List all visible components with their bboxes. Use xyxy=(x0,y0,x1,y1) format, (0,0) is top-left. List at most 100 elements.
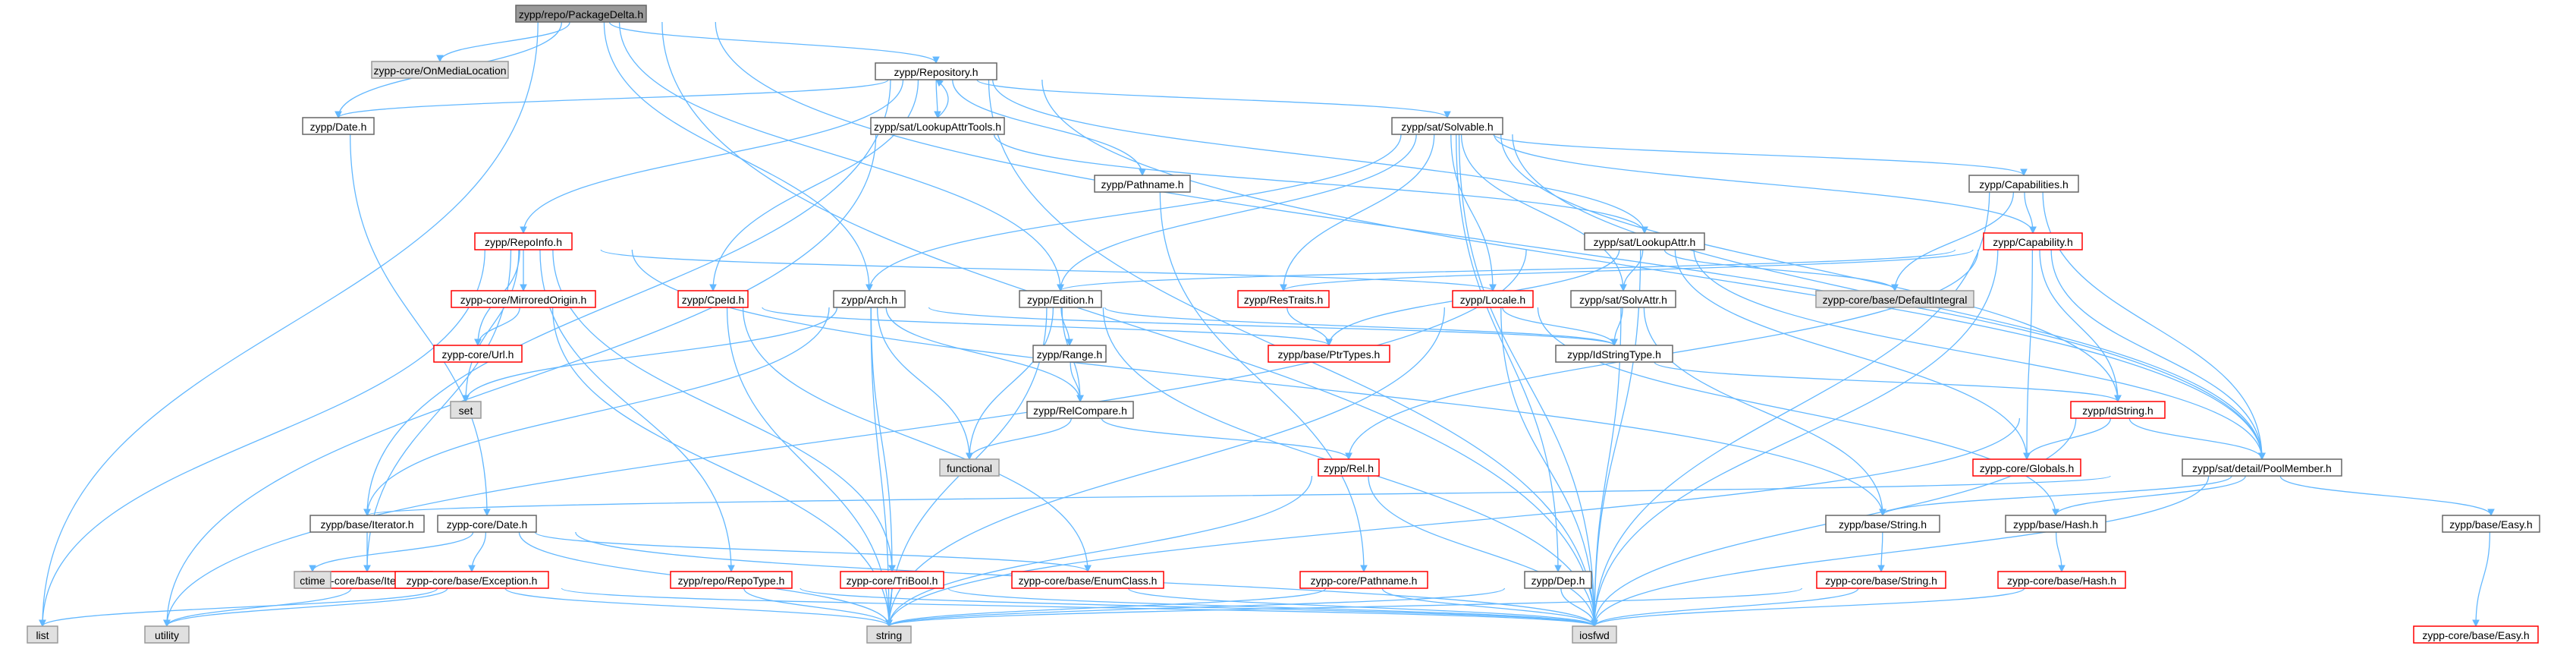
graph-node-pathname[interactable]: zypp/Pathname.h xyxy=(1094,175,1191,193)
edge-root-to-repository xyxy=(608,21,937,64)
node-box xyxy=(1026,401,1134,419)
graph-node-basehash[interactable]: zypp/base/Hash.h xyxy=(2005,515,2106,533)
graph-node-list[interactable]: list xyxy=(27,625,58,644)
edge-arrowhead xyxy=(885,619,893,628)
graph-node-coredate[interactable]: zypp-core/Date.h xyxy=(437,515,537,533)
edge-capability-to-globals xyxy=(2026,249,2034,460)
graph-node-repository[interactable]: zypp/Repository.h xyxy=(875,62,997,80)
edge-arrowhead xyxy=(363,509,371,517)
node-label: zypp-core/OnMediaLocation xyxy=(373,65,506,77)
node-box xyxy=(1299,571,1428,589)
edge-lookupattrtools-to-lookupattr xyxy=(993,134,1645,234)
node-box xyxy=(1524,571,1592,589)
graph-node-string[interactable]: string xyxy=(866,625,912,644)
edge-lookupattr-to-poolmember xyxy=(1693,249,2263,460)
graph-node-corebasehash[interactable]: zypp-core/base/Hash.h xyxy=(1997,571,2126,589)
graph-node-basestring[interactable]: zypp/base/String.h xyxy=(1825,515,1940,533)
node-label: set xyxy=(459,405,473,417)
edge-exception-to-iosfwd xyxy=(561,587,1595,627)
graph-node-repotype[interactable]: zypp/repo/RepoType.h xyxy=(670,571,793,589)
edge-solvable-to-locale xyxy=(1450,134,1494,291)
node-label: zypp-core/base/Exception.h xyxy=(407,575,538,587)
edge-arrowhead xyxy=(309,565,316,573)
node-label: zypp/IdStringType.h xyxy=(1567,348,1661,361)
graph-node-root[interactable]: zypp/repo/PackageDelta.h xyxy=(515,5,647,23)
graph-node-utility[interactable]: utility xyxy=(144,625,190,644)
edge-arrowhead xyxy=(436,55,444,63)
edge-corepathname-to-string xyxy=(888,587,1327,627)
graph-node-ctime[interactable]: ctime xyxy=(294,571,331,589)
graph-node-corepathname[interactable]: zypp-core/Pathname.h xyxy=(1299,571,1428,589)
graph-node-arch[interactable]: zypp/Arch.h xyxy=(833,290,906,308)
graph-node-defaultintegral[interactable]: zypp-core/base/DefaultIntegral xyxy=(1815,290,1974,308)
node-label: zypp/sat/detail/PoolMember.h xyxy=(2192,462,2332,474)
edge-arrowhead xyxy=(727,565,735,573)
graph-node-idstring[interactable]: zypp/IdString.h xyxy=(2070,401,2166,419)
graph-node-mirroredorigin[interactable]: zypp-core/MirroredOrigin.h xyxy=(451,290,596,308)
edge-repoinfo-to-set xyxy=(465,249,520,402)
graph-node-capabilities[interactable]: zypp/Capabilities.h xyxy=(1968,175,2079,193)
node-box xyxy=(433,345,523,363)
edge-repoinfo-to-locale xyxy=(600,249,1494,291)
graph-node-lookupattrtools[interactable]: zypp/sat/LookupAttrTools.h xyxy=(870,117,1005,135)
edge-solvable-to-restraits xyxy=(1283,134,1435,291)
graph-node-idstringtype[interactable]: zypp/IdStringType.h xyxy=(1555,345,1673,363)
graph-node-iosfwd[interactable]: iosfwd xyxy=(1572,625,1617,644)
graph-node-dep[interactable]: zypp/Dep.h xyxy=(1524,571,1592,589)
node-box xyxy=(1032,345,1107,363)
node-box xyxy=(1997,571,2126,589)
graph-node-onmedia[interactable]: zypp-core/OnMediaLocation xyxy=(371,61,509,79)
edge-repository-to-pathname xyxy=(952,79,1143,176)
node-box xyxy=(1825,515,1940,533)
graph-node-cpeid[interactable]: zypp/CpeId.h xyxy=(677,290,749,308)
graph-node-enumclass[interactable]: zypp-core/base/EnumClass.h xyxy=(1011,571,1164,589)
node-box xyxy=(309,515,425,533)
edge-arch-to-relcompare xyxy=(885,307,1081,402)
graph-node-relcompare[interactable]: zypp/RelCompare.h xyxy=(1026,401,1134,419)
edge-arrowhead xyxy=(2052,509,2059,517)
graph-node-exception[interactable]: zypp-core/base/Exception.h xyxy=(394,571,549,589)
graph-node-set[interactable]: set xyxy=(450,401,482,419)
graph-node-poolmember[interactable]: zypp/sat/detail/PoolMember.h xyxy=(2182,458,2342,477)
edge-mirroredorigin-to-url xyxy=(477,307,520,346)
graph-node-date[interactable]: zypp/Date.h xyxy=(302,117,375,135)
graph-node-rel[interactable]: zypp/Rel.h xyxy=(1318,458,1380,477)
graph-node-edition[interactable]: zypp/Edition.h xyxy=(1019,290,1102,308)
graph-node-lookupattr[interactable]: zypp/sat/LookupAttr.h xyxy=(1584,232,1705,250)
node-box xyxy=(2442,515,2540,533)
edge-arrowhead xyxy=(1325,339,1333,347)
node-label: zypp/RepoInfo.h xyxy=(485,236,562,248)
edge-arrowhead xyxy=(2029,226,2037,235)
edge-date-to-coredate xyxy=(350,134,488,516)
graph-node-capability[interactable]: zypp/Capability.h xyxy=(1983,232,2083,250)
edge-lookupattr-to-utility xyxy=(166,249,1527,627)
edge-poolmember-to-iosfwd xyxy=(1594,475,2210,627)
node-box xyxy=(833,290,906,308)
edge-solvable-to-dep xyxy=(1456,134,1559,572)
edge-repotype-to-string xyxy=(743,587,890,627)
graph-node-globals[interactable]: zypp-core/Globals.h xyxy=(1972,458,2081,477)
node-label: zypp/repo/PackageDelta.h xyxy=(519,8,643,20)
graph-node-coreeasy[interactable]: zypp-core/base/Easy.h xyxy=(2413,625,2539,644)
graph-node-locale[interactable]: zypp/Locale.h xyxy=(1452,290,1534,308)
graph-node-range[interactable]: zypp/Range.h xyxy=(1032,345,1107,363)
graph-node-solvable[interactable]: zypp/sat/Solvable.h xyxy=(1391,117,1503,135)
node-box xyxy=(27,625,58,644)
graph-node-url[interactable]: zypp-core/Url.h xyxy=(433,345,523,363)
edge-arch-to-idstringtype xyxy=(928,307,1615,346)
graph-node-solvattr[interactable]: zypp/sat/SolvAttr.h xyxy=(1570,290,1676,308)
edge-edition-to-functional xyxy=(969,307,1054,460)
graph-node-baseiterator[interactable]: zypp/base/Iterator.h xyxy=(309,515,425,533)
edge-root-to-poolmember xyxy=(715,21,2263,460)
graph-node-corebasestring[interactable]: zypp-core/base/String.h xyxy=(1816,571,1946,589)
edge-capability-to-restraits xyxy=(1283,249,1974,291)
node-label: zypp-core/base/String.h xyxy=(1825,575,1937,587)
edge-rel-to-iosfwd xyxy=(1368,475,1595,627)
edge-arch-to-set xyxy=(465,307,838,402)
graph-node-repoinfo[interactable]: zypp/RepoInfo.h xyxy=(474,232,573,250)
graph-node-restraits[interactable]: zypp/ResTraits.h xyxy=(1237,290,1330,308)
graph-node-tribool[interactable]: zypp-core/TriBool.h xyxy=(840,571,944,589)
graph-node-functional[interactable]: functional xyxy=(939,458,1000,477)
graph-node-baseeasy[interactable]: zypp/base/Easy.h xyxy=(2442,515,2540,533)
graph-node-ptrtypes[interactable]: zypp/base/PtrTypes.h xyxy=(1268,345,1390,363)
